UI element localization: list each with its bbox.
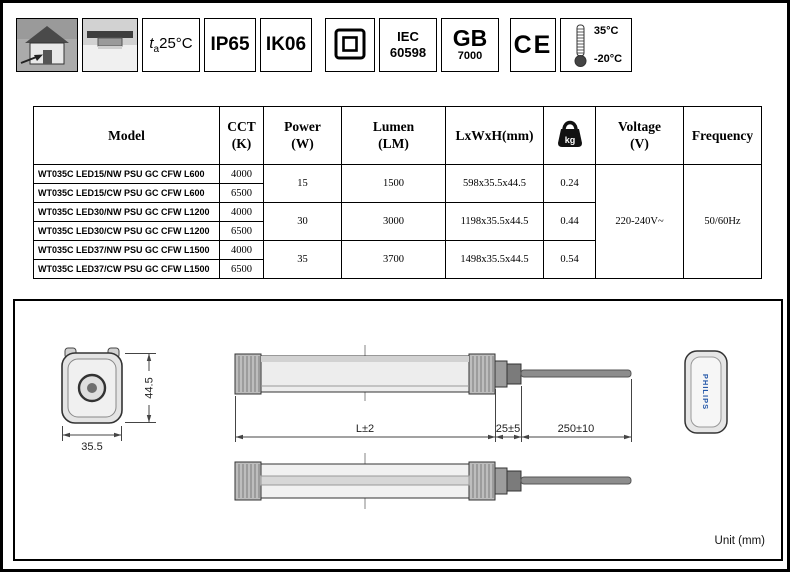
gb-number: 7000 xyxy=(457,50,483,63)
col-header-dimensions: LxWxH(mm) xyxy=(445,106,544,165)
height-dimension xyxy=(125,353,156,423)
table-row: WT035C LED37/CW PSU GC CFW L1500 6500 xyxy=(33,259,762,279)
dimensions-cell: 1198x35.5x44.5 xyxy=(445,202,544,241)
table-row: WT035C LED15/NW PSU GC CFW L600 4000 15 … xyxy=(33,164,762,279)
lumen-line2: (LM) xyxy=(378,135,409,151)
indoor-use-icon xyxy=(17,19,77,71)
cct-cell: 6500 xyxy=(219,221,264,241)
power-cell: 30 xyxy=(263,202,342,241)
surface-mount-badge xyxy=(82,18,138,72)
ta-symbol: t xyxy=(149,35,154,52)
temperature-range-badge: 35°C -20°C xyxy=(560,18,632,72)
power-line2: (W) xyxy=(291,135,314,151)
ip-rating-label: IP65 xyxy=(210,34,250,55)
dimensions-cell: 1498x35.5x44.5 xyxy=(445,240,544,279)
voltage-line1: Voltage xyxy=(618,118,661,134)
col-header-lumen: Lumen (LM) xyxy=(341,106,446,165)
side-view-bottom xyxy=(234,453,632,509)
cct-line2: (K) xyxy=(231,135,252,151)
col-header-power: Power (W) xyxy=(263,106,342,165)
cct-cell: 4000 xyxy=(219,202,264,222)
col-header-weight: kg xyxy=(543,106,596,165)
weight-cell: 0.44 xyxy=(543,202,596,241)
philips-end-cap: PHILIPS xyxy=(684,350,728,434)
power-cell: 35 xyxy=(263,240,342,279)
weight-kg-label: kg xyxy=(564,135,575,145)
power-line1: Power xyxy=(284,118,321,134)
end-view-drawing xyxy=(61,347,123,424)
col-header-model: Model xyxy=(33,106,220,165)
temp-min-label: -20°C xyxy=(593,53,623,65)
lumen-cell: 1500 xyxy=(341,164,446,203)
power-cell: 15 xyxy=(263,164,342,203)
voltage-cell: 220-240V~ xyxy=(595,164,684,279)
length-dimensions xyxy=(235,379,632,442)
lumen-cell: 3700 xyxy=(341,240,446,279)
gb-standard-badge: GB 7000 xyxy=(441,18,499,72)
height-dim-label: 44.5 xyxy=(144,377,156,398)
col-header-cct: CCT (K) xyxy=(219,106,264,165)
col-header-voltage: Voltage (V) xyxy=(595,106,684,165)
ik-rating-badge: IK06 xyxy=(260,18,312,72)
cct-cell: 4000 xyxy=(219,240,264,260)
indoor-use-badge xyxy=(16,18,78,72)
model-cell: WT035C LED37/NW PSU GC CFW L1500 xyxy=(33,240,220,260)
model-cell: WT035C LED37/CW PSU GC CFW L1500 xyxy=(33,259,220,279)
gland-dim-label: 25±5 xyxy=(496,423,520,435)
class-ii-badge xyxy=(325,18,375,72)
ik-rating-label: IK06 xyxy=(265,34,307,55)
iec-standard-badge: IEC 60598 xyxy=(379,18,437,72)
philips-brand-label: PHILIPS xyxy=(701,374,710,410)
spec-table: Model CCT (K) Power (W) Lumen (LM) LxWxH… xyxy=(33,106,762,279)
weight-cell: 0.54 xyxy=(543,240,596,279)
temp-max-label: 35°C xyxy=(593,25,619,37)
iec-number: 60598 xyxy=(389,45,427,60)
certification-badges: ta25°C IP65 IK06 IEC 60598 GB 7000 CE xyxy=(16,18,636,72)
dimension-drawing-panel: 35.5 44.5 xyxy=(13,299,783,561)
cct-cell: 6500 xyxy=(219,183,264,203)
thermometer-icon xyxy=(574,24,587,67)
gb-label: GB xyxy=(452,25,488,52)
cct-cell: 6500 xyxy=(219,259,264,279)
class-ii-icon xyxy=(334,28,366,60)
lumen-line1: Lumen xyxy=(372,118,415,134)
table-header-row: Model CCT (K) Power (W) Lumen (LM) LxWxH… xyxy=(33,106,762,165)
model-cell: WT035C LED15/NW PSU GC CFW L600 xyxy=(33,164,220,184)
width-dim-label: 35.5 xyxy=(81,441,102,453)
table-row: WT035C LED15/CW PSU GC CFW L600 6500 xyxy=(33,183,762,203)
frequency-cell: 50/60Hz xyxy=(683,164,762,279)
ta-value: 25°C xyxy=(159,35,193,52)
dimensions-cell: 598x35.5x44.5 xyxy=(445,164,544,203)
width-dimension xyxy=(62,426,122,441)
ta-label: ta25°C xyxy=(149,35,192,55)
temperature-values: 35°C -20°C xyxy=(594,25,622,65)
iec-label: IEC xyxy=(397,28,419,44)
voltage-line2: (V) xyxy=(630,135,649,151)
table-row: WT035C LED37/NW PSU GC CFW L1500 4000 35… xyxy=(33,240,762,279)
length-dim-label: L±2 xyxy=(356,423,374,435)
cct-line1: CCT xyxy=(227,118,256,134)
cable-dim-label: 250±10 xyxy=(558,423,595,435)
model-cell: WT035C LED15/CW PSU GC CFW L600 xyxy=(33,183,220,203)
surface-mount-icon xyxy=(83,19,137,71)
ce-mark-badge: CE xyxy=(510,18,556,72)
table-row: WT035C LED30/NW PSU GC CFW L1200 4000 30… xyxy=(33,202,762,241)
model-cell: WT035C LED30/CW PSU GC CFW L1200 xyxy=(33,221,220,241)
weight-kg-icon: kg xyxy=(557,120,582,147)
cct-cell: 4000 xyxy=(219,164,264,184)
ip-rating-badge: IP65 xyxy=(204,18,256,72)
side-view-top xyxy=(234,345,632,401)
lumen-cell: 3000 xyxy=(341,202,446,241)
weight-cell: 0.24 xyxy=(543,164,596,203)
technical-drawing: 35.5 44.5 xyxy=(61,345,766,547)
unit-label: Unit (mm) xyxy=(715,535,766,547)
ce-mark-label: CE xyxy=(513,30,553,59)
ta-subscript: a xyxy=(153,44,160,55)
ambient-temperature-badge: ta25°C xyxy=(142,18,200,72)
col-header-frequency: Frequency xyxy=(683,106,762,165)
model-cell: WT035C LED30/NW PSU GC CFW L1200 xyxy=(33,202,220,222)
